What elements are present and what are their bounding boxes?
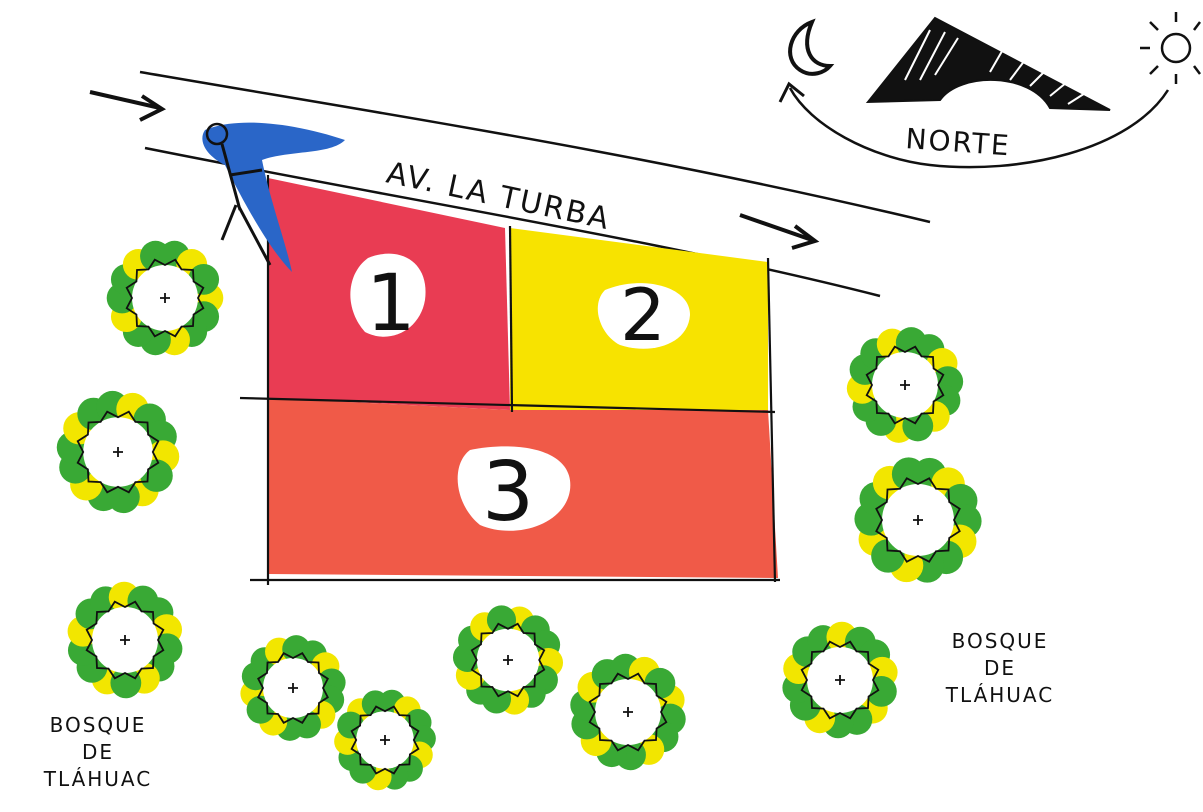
tree-icon xyxy=(452,605,564,715)
tree-icon xyxy=(56,390,180,514)
tree-icon xyxy=(67,581,183,699)
sun-icon xyxy=(1140,12,1201,84)
pedestrian-icon xyxy=(202,122,345,272)
forest-label-right: BOSQUE DE TLÁHUAC xyxy=(910,628,1090,709)
zone-3-label: 3 xyxy=(482,445,534,540)
forest-label-right-line3: TLÁHUAC xyxy=(945,683,1055,707)
zone-1: 1 xyxy=(268,178,510,410)
zone-2: 2 xyxy=(510,228,768,410)
tree-icon xyxy=(846,327,964,443)
zone-3: 3 xyxy=(268,398,778,578)
crescent-moon-icon xyxy=(788,18,835,76)
zone-1-label: 1 xyxy=(366,259,416,349)
north-label: NORTE xyxy=(905,122,1012,162)
forest-label-right-line2: DE xyxy=(983,656,1017,680)
orientation-sketch: NORTE xyxy=(778,12,1201,169)
trees xyxy=(56,240,982,791)
tree-icon xyxy=(782,621,898,739)
zone-2-label: 2 xyxy=(620,273,666,357)
tree-icon xyxy=(106,240,224,356)
forest-label-left-line2: DE xyxy=(81,740,115,764)
tree-icon xyxy=(334,689,436,791)
tree-icon xyxy=(240,635,346,741)
zone-outlines xyxy=(239,175,780,585)
forest-label-right-line1: BOSQUE xyxy=(951,629,1049,653)
traffic-arrow-left xyxy=(89,90,167,122)
traffic-arrow-right xyxy=(739,213,820,250)
tree-icon xyxy=(570,653,686,771)
forest-label-left-line3: TLÁHUAC xyxy=(43,767,153,791)
tree-icon xyxy=(854,457,982,583)
mountain-icon xyxy=(865,16,1111,111)
forest-label-left: BOSQUE DE TLÁHUAC xyxy=(18,712,178,793)
forest-label-left-line1: BOSQUE xyxy=(49,713,147,737)
sun-path-arrow xyxy=(788,87,1170,169)
